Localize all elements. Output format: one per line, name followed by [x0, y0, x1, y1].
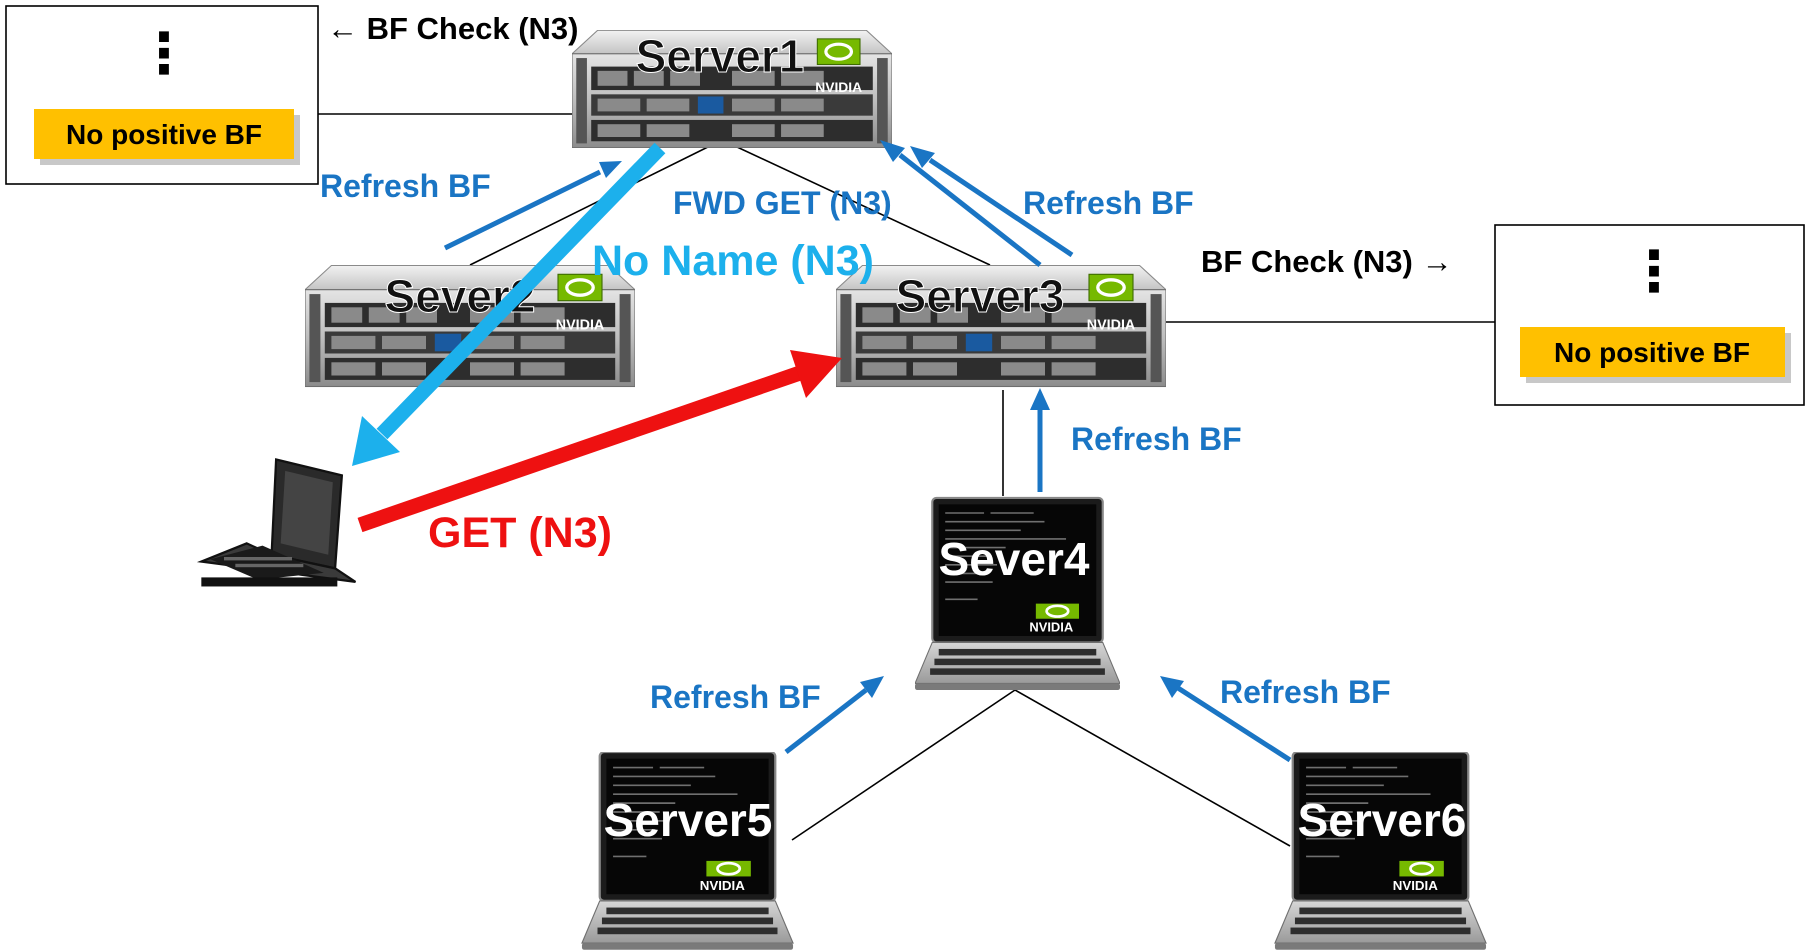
- bf-box-left-dots: ⋮: [136, 22, 192, 87]
- server3-node[interactable]: Server3: [836, 263, 1166, 389]
- bf-box-right-dots: ⋮: [1626, 240, 1682, 305]
- server2-node[interactable]: Sever2: [305, 263, 635, 389]
- arrow-no-name-head: [352, 416, 400, 466]
- laptop-client-icon: [200, 458, 357, 588]
- label-refresh-s5-s4: Refresh BF: [650, 679, 821, 715]
- server5-node[interactable]: Server5: [580, 752, 795, 952]
- arrow-get-head: [790, 350, 842, 398]
- server6-node[interactable]: Server6: [1273, 752, 1488, 952]
- arrow-refresh-s5-s4: [784, 688, 868, 754]
- bf-check-left-label: ← BF Check (N3): [327, 11, 578, 46]
- label-get: GET (N3): [428, 509, 612, 557]
- arrow-refresh-s3-s1-a-head: [880, 140, 905, 162]
- label-no-name: No Name (N3): [592, 237, 874, 285]
- arrow-refresh-s6-s4-head: [1160, 676, 1184, 698]
- link-server4-server5: [791, 689, 1016, 841]
- server4-node[interactable]: Sever4: [915, 496, 1120, 692]
- client-computer[interactable]: [200, 458, 357, 588]
- arrow-refresh-s3-s1-a: [898, 153, 1042, 267]
- link-server1-server3: [721, 139, 991, 266]
- link-server4-server6: [1014, 689, 1291, 847]
- bf-box-right: ⋮ No positive BF: [1494, 224, 1805, 406]
- server4-label: Sever4: [939, 533, 1090, 585]
- arrow-refresh-s3-s1-b-head: [910, 146, 935, 168]
- arrow-refresh-s6-s4: [1176, 685, 1292, 763]
- label-refresh-s6-s4: Refresh BF: [1220, 674, 1391, 710]
- link-server1-server2: [469, 139, 723, 266]
- server6-label: Server6: [1298, 794, 1467, 846]
- label-fwd-get: FWD GET (N3): [673, 185, 892, 221]
- topology-links: [318, 113, 1495, 847]
- bf-box-right-badge-text: No positive BF: [1554, 337, 1750, 368]
- arrow-refresh-s3-s1-b: [928, 157, 1074, 258]
- label-refresh-s3-s1: Refresh BF: [1023, 185, 1194, 221]
- message-arrows: [352, 140, 1292, 763]
- arrow-get: [357, 365, 803, 533]
- server3-label: Server3: [896, 270, 1065, 322]
- server5-label: Server5: [604, 794, 773, 846]
- bf-check-right-label: BF Check (N3) →: [1201, 244, 1452, 279]
- bf-box-left: ⋮ No positive BF: [5, 5, 319, 185]
- bf-box-right-badge: [1520, 327, 1785, 377]
- arrow-refresh-s2-s1: [443, 169, 602, 251]
- server1-node[interactable]: Server1: [572, 30, 892, 148]
- arrow-no-name: [376, 142, 666, 440]
- server1-label: Server1: [636, 30, 805, 82]
- arrow-refresh-s5-s4-head: [860, 676, 884, 698]
- arrow-refresh-s2-s1-head: [599, 161, 622, 178]
- label-refresh-s4-s3: Refresh BF: [1071, 421, 1242, 457]
- bf-box-left-badge-text: No positive BF: [66, 119, 262, 150]
- arrow-refresh-s4-s3-head: [1030, 388, 1050, 410]
- label-refresh-s2-s1: Refresh BF: [320, 168, 491, 204]
- bf-box-left-badge: [34, 109, 294, 159]
